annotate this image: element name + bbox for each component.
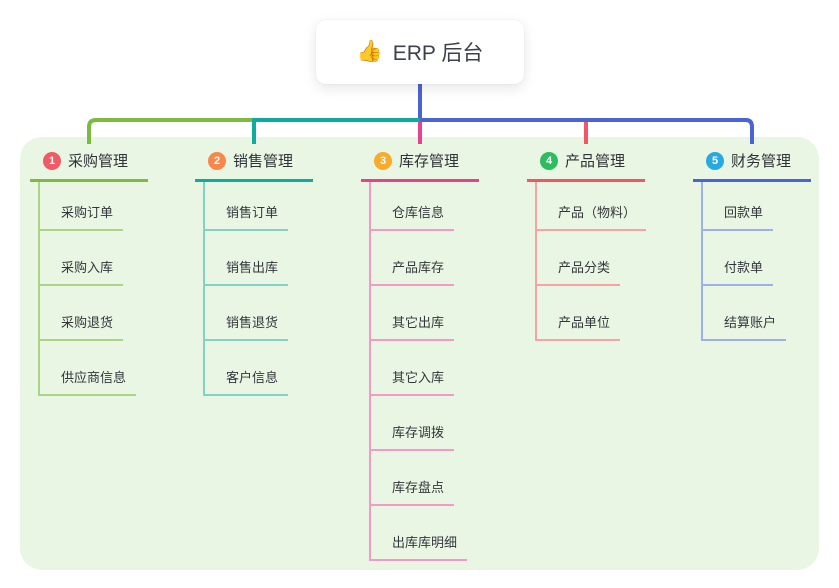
branch-label: 库存管理: [399, 153, 460, 170]
child-node[interactable]: 采购入库: [40, 231, 124, 286]
child-node[interactable]: 采购订单: [40, 182, 124, 231]
branch-finance: 5 财务管理 回款单 付款单 结算账户: [693, 148, 811, 341]
child-node[interactable]: 付款单: [703, 231, 774, 286]
connector-branch-5: [420, 118, 754, 144]
child-node[interactable]: 产品单位: [537, 286, 621, 341]
branch-children: 销售订单 销售出库 销售退货 客户信息: [203, 182, 289, 396]
branch-number-badge: 4: [540, 151, 558, 170]
child-node[interactable]: 产品库存: [371, 231, 455, 286]
child-node[interactable]: 出库库明细: [371, 506, 468, 561]
branch-children: 产品（物料） 产品分类 产品单位: [535, 182, 647, 341]
branch-inventory: 3 库存管理 仓库信息 产品库存 其它出库 其它入库 库存调拨 库存盘点 出库库…: [361, 148, 479, 561]
thumbs-up-icon: 👍: [356, 40, 383, 63]
branch-children: 回款单 付款单 结算账户: [701, 182, 787, 341]
branch-label: 财务管理: [731, 153, 792, 170]
branch-node[interactable]: 2 销售管理: [195, 148, 313, 182]
branch-number-badge: 5: [706, 151, 724, 170]
branch-label: 产品管理: [565, 153, 626, 170]
child-node[interactable]: 库存盘点: [371, 451, 455, 506]
child-node[interactable]: 回款单: [703, 182, 774, 231]
child-node[interactable]: 采购退货: [40, 286, 124, 341]
branch-node[interactable]: 3 库存管理: [361, 148, 479, 182]
connector-branch-2: [252, 118, 420, 144]
child-node[interactable]: 产品分类: [537, 231, 621, 286]
branch-sales: 2 销售管理 销售订单 销售出库 销售退货 客户信息: [195, 148, 313, 396]
branch-number-badge: 1: [43, 151, 61, 170]
child-node[interactable]: 其它入库: [371, 341, 455, 396]
branch-label: 销售管理: [233, 153, 294, 170]
root-node[interactable]: 👍 ERP 后台: [316, 20, 524, 84]
child-node[interactable]: 结算账户: [703, 286, 787, 341]
child-node[interactable]: 销售订单: [205, 182, 289, 231]
child-node[interactable]: 其它出库: [371, 286, 455, 341]
child-node[interactable]: 销售出库: [205, 231, 289, 286]
child-node[interactable]: 仓库信息: [371, 182, 455, 231]
branch-node[interactable]: 4 产品管理: [527, 148, 645, 182]
connector-branch-1: [87, 118, 256, 144]
branch-purchase: 1 采购管理 采购订单 采购入库 采购退货 供应商信息: [30, 148, 148, 396]
branch-number-badge: 2: [208, 151, 226, 170]
mindmap-background-panel: [20, 137, 819, 570]
branch-node[interactable]: 5 财务管理: [693, 148, 811, 182]
branch-node[interactable]: 1 采购管理: [30, 148, 148, 182]
branch-product: 4 产品管理 产品（物料） 产品分类 产品单位: [527, 148, 647, 341]
child-node[interactable]: 客户信息: [205, 341, 289, 396]
child-node[interactable]: 供应商信息: [40, 341, 137, 396]
branch-children: 采购订单 采购入库 采购退货 供应商信息: [38, 182, 137, 396]
child-node[interactable]: 产品（物料）: [537, 182, 647, 231]
branch-children: 仓库信息 产品库存 其它出库 其它入库 库存调拨 库存盘点 出库库明细: [369, 182, 468, 561]
branch-label: 采购管理: [68, 153, 129, 170]
child-node[interactable]: 销售退货: [205, 286, 289, 341]
branch-number-badge: 3: [374, 151, 392, 170]
child-node[interactable]: 库存调拨: [371, 396, 455, 451]
root-node-label: ERP 后台: [392, 42, 484, 65]
